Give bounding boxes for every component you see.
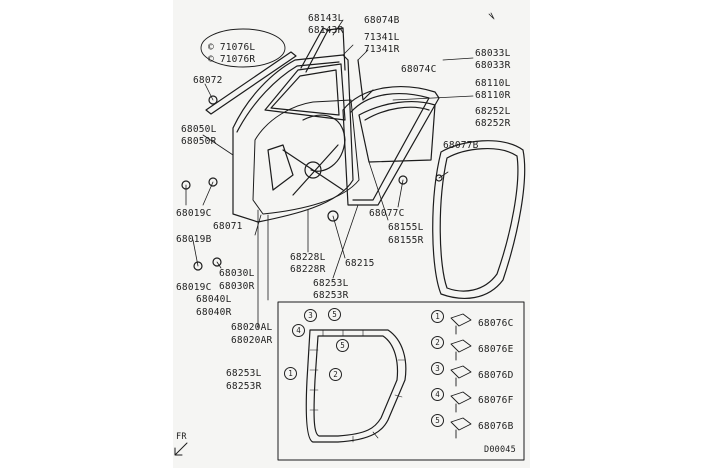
label-68076c: 68076C xyxy=(478,318,514,329)
label-68076e: 68076E xyxy=(478,344,514,355)
label-68143l: 68143L xyxy=(308,13,344,24)
inset-frame xyxy=(277,301,525,461)
label-68040r: 68040R xyxy=(196,307,232,318)
glass-run xyxy=(300,27,329,73)
label-68074b: 68074B xyxy=(364,15,400,26)
label-68252l: 68252L xyxy=(475,106,511,117)
label-68110r: 68110R xyxy=(475,90,511,101)
door-weatherstrip xyxy=(432,140,526,299)
inset-callout-3: 3 xyxy=(304,309,317,322)
label-68077c: 68077C xyxy=(369,208,405,219)
label-68030r: 68030R xyxy=(219,281,255,292)
label-68143r: 68143R xyxy=(308,25,344,36)
label-68019c-top: 68019C xyxy=(176,208,212,219)
label-68228r: 68228R xyxy=(290,264,326,275)
label-68155r: 68155R xyxy=(388,235,424,246)
inset-weatherstrip xyxy=(305,329,407,443)
label-71076l: © 71076L xyxy=(208,42,256,53)
clip-num-3: 3 xyxy=(431,362,444,375)
label-71341l: 71341L xyxy=(364,32,400,43)
door-shell xyxy=(232,54,354,223)
label-68076b: 68076B xyxy=(478,421,514,432)
fastener xyxy=(208,95,218,105)
door-glass xyxy=(358,100,436,163)
label-68040l: 68040L xyxy=(196,294,232,305)
clip-num-5: 5 xyxy=(431,414,444,427)
front-indicator-label: FR xyxy=(176,432,187,442)
label-68253l-inset: 68253L xyxy=(226,368,262,379)
diagram-code: D00045 xyxy=(484,445,516,455)
label-68033r: 68033R xyxy=(475,60,511,71)
inset-callout-4: 4 xyxy=(292,324,305,337)
inset-callout-5b: 5 xyxy=(336,339,349,352)
label-68252r: 68252R xyxy=(475,118,511,129)
clip-icons xyxy=(450,313,472,439)
label-68019c-bottom: 68019C xyxy=(176,282,212,293)
label-68076d: 68076D xyxy=(478,370,514,381)
inset-callout-5a: 5 xyxy=(328,308,341,321)
front-arrow xyxy=(174,442,188,456)
callout-oval xyxy=(200,28,286,68)
label-68071: 68071 xyxy=(213,221,243,232)
label-68253l-top: 68253L xyxy=(313,278,349,289)
clip-num-2: 2 xyxy=(431,336,444,349)
label-71076r: © 71076R xyxy=(208,54,256,65)
label-68050r: 68050R xyxy=(181,136,217,147)
label-68077b: 68077B xyxy=(443,140,479,151)
clip-num-4: 4 xyxy=(431,388,444,401)
label-68020al: 68020AL xyxy=(231,322,273,333)
label-68215: 68215 xyxy=(345,258,375,269)
label-68155l: 68155L xyxy=(388,222,424,233)
label-68253r-inset: 68253R xyxy=(226,381,262,392)
door-exploded-view xyxy=(174,12,526,461)
inset-callout-2: 2 xyxy=(329,368,342,381)
label-68030l: 68030L xyxy=(219,268,255,279)
run-channel xyxy=(342,86,440,206)
label-68033l: 68033L xyxy=(475,48,511,59)
label-68020ar: 68020AR xyxy=(231,335,273,346)
label-68253r-top: 68253R xyxy=(313,290,349,301)
label-68228l: 68228L xyxy=(290,252,326,263)
label-68019b: 68019B xyxy=(176,234,212,245)
label-68074c: 68074C xyxy=(401,64,437,75)
label-68072: 68072 xyxy=(193,75,223,86)
door-inner-panel xyxy=(252,99,360,215)
parts-diagram-sheet: © 71076L © 71076R 68072 68050L 68050R 68… xyxy=(173,0,530,468)
moulding-strip xyxy=(205,51,297,115)
clip-num-1: 1 xyxy=(431,310,444,323)
window-frame xyxy=(264,63,346,121)
label-68110l: 68110L xyxy=(475,78,511,89)
inset-callout-1: 1 xyxy=(284,367,297,380)
label-71341r: 71341R xyxy=(364,44,400,55)
label-68076f: 68076F xyxy=(478,395,514,406)
label-68050l: 68050L xyxy=(181,124,217,135)
